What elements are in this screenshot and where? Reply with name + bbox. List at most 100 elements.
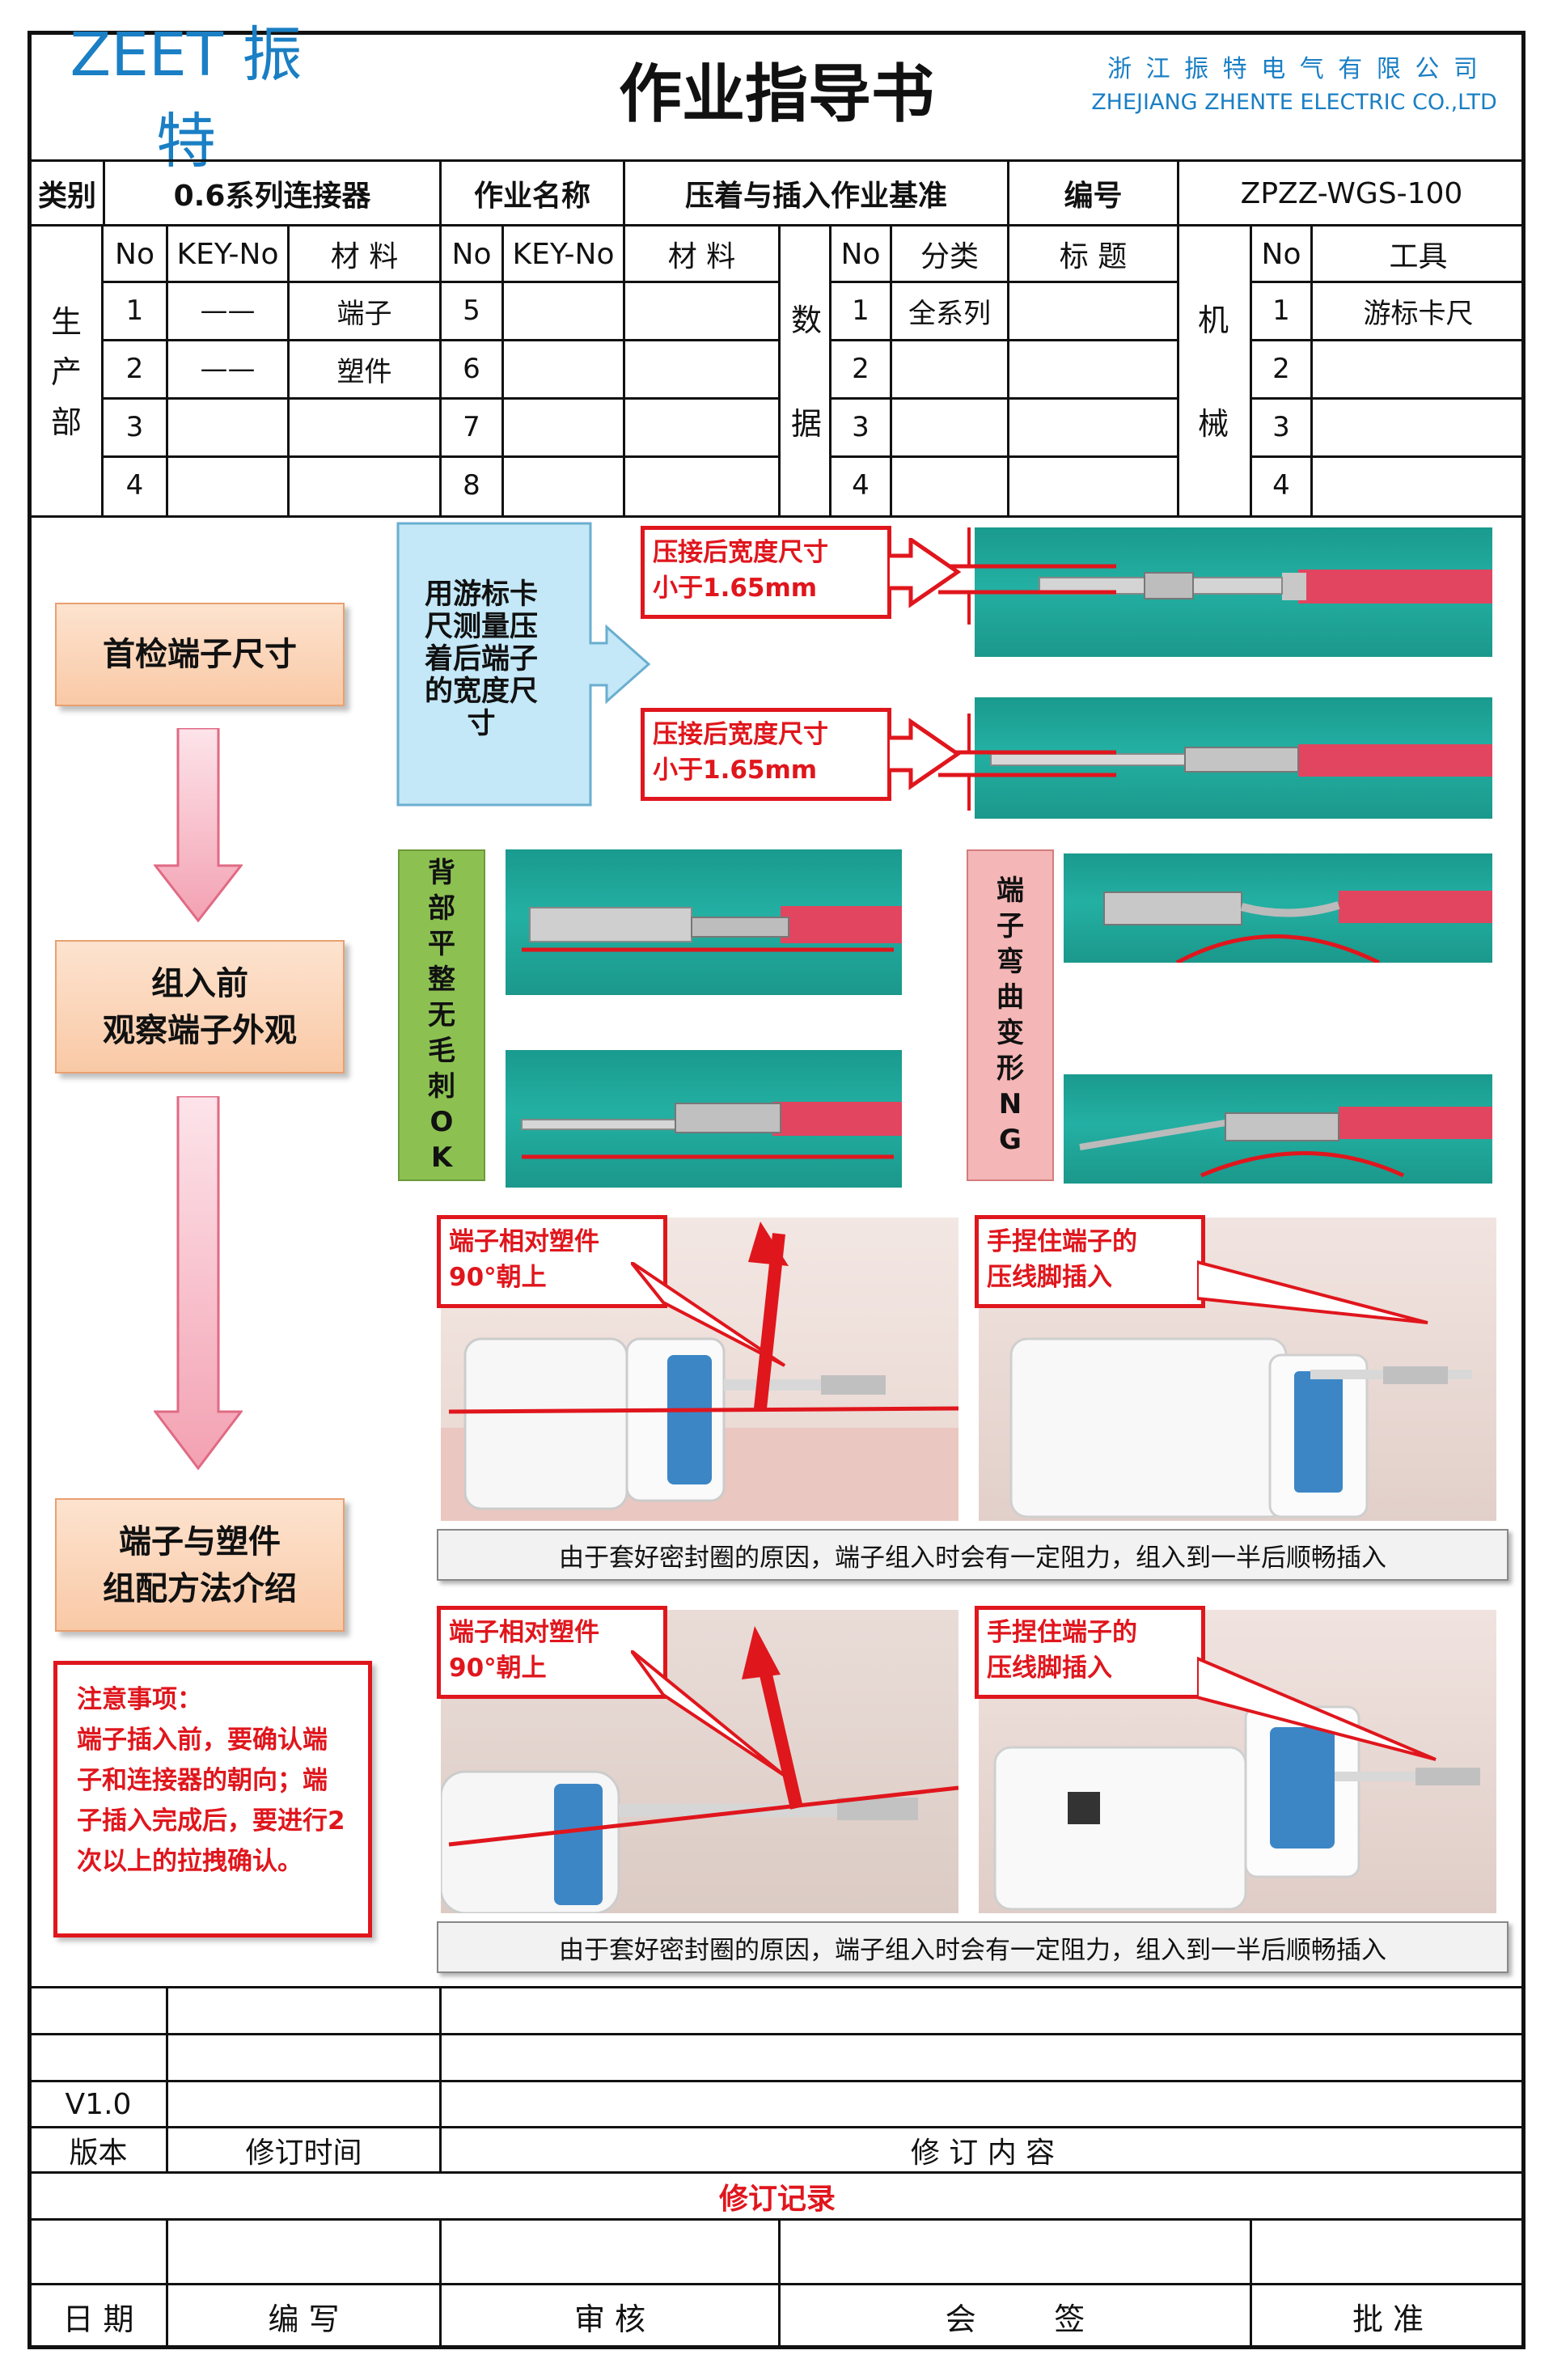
code-label: 编号 — [1064, 180, 1123, 213]
data-cell — [1009, 458, 1177, 513]
flow-arrow-down — [154, 728, 243, 922]
width-dimension-marks — [938, 527, 1116, 811]
materials-header-cell: 材 料 — [667, 240, 736, 273]
machine-cell — [1313, 341, 1524, 396]
signoff-review: 审 核 — [573, 2301, 646, 2337]
orientation-callout-2: 端子相对塑件 90°朝上 — [437, 1606, 667, 1699]
measure-note-arrow-shape — [396, 522, 651, 807]
company-name-en: ZHEJIANG ZHENTE ELECTRIC CO.,LTD — [1091, 89, 1497, 115]
materials-cell — [504, 458, 623, 513]
step-inspect-terminal-size: 首检端子尺寸 — [55, 603, 345, 706]
grid-line — [101, 339, 781, 341]
materials-cell — [290, 400, 439, 455]
ok-label: 背部平整无毛刺OK — [398, 849, 485, 1181]
data-cell — [1009, 283, 1177, 338]
width-callout-1: 压接后宽度尺寸 小于1.65mm — [641, 526, 891, 619]
materials-cell: 端子 — [336, 297, 392, 330]
grid-line — [1250, 281, 1525, 283]
document-title: 作业指导书 — [618, 58, 934, 131]
grid-line — [101, 397, 781, 400]
orientation-callout-1: 端子相对塑件 90°朝上 — [437, 1215, 667, 1308]
data-cell: 3 — [852, 411, 870, 443]
machine-cell: 游标卡尺 — [1363, 297, 1474, 330]
data-header-cell: 标 题 — [1059, 240, 1128, 273]
machine-cell — [1313, 400, 1524, 455]
machine-cell: 4 — [1272, 469, 1290, 502]
materials-cell: 塑件 — [336, 355, 392, 388]
grip-callout-1: 手捏住端子的 压线脚插入 — [975, 1215, 1205, 1308]
machine-header-cell: No — [1261, 237, 1301, 271]
revision-content-label: 修 订 内 容 — [910, 2136, 1056, 2170]
grid-line — [166, 1988, 168, 2174]
width-callout-2: 压接后宽度尺寸 小于1.65mm — [641, 708, 891, 801]
grid-line — [1250, 339, 1525, 341]
materials-header-cell: KEY-No — [512, 237, 615, 271]
grid-line — [1250, 226, 1252, 517]
grip-callout-2: 手捏住端子的 压线脚插入 — [975, 1606, 1205, 1699]
measure-note: 用游标卡尺测量压着后端子的宽度尺寸 — [424, 578, 538, 740]
category-label: 类别 — [37, 180, 96, 213]
grid-line — [29, 1986, 1524, 1988]
machine-cell: 1 — [1272, 294, 1290, 327]
machine-cell: 3 — [1272, 411, 1290, 443]
data-cell — [1009, 400, 1177, 455]
grid-line — [829, 226, 832, 517]
document-frame — [28, 31, 1525, 2349]
materials-cell: 4 — [125, 469, 144, 502]
grid-line — [439, 2220, 442, 2349]
revision-record-label: 修订记录 — [718, 2183, 836, 2216]
materials-header-cell: No — [115, 237, 154, 271]
materials-cell: —— — [200, 353, 256, 385]
ng-terminal-photo-2 — [1064, 1074, 1492, 1184]
grid-line — [890, 226, 892, 517]
machine-section-label: 机械 — [1197, 303, 1229, 442]
materials-header-cell: KEY-No — [176, 237, 279, 271]
materials-cell — [625, 458, 778, 513]
ng-label: 端子弯曲变形NG — [967, 849, 1054, 1181]
grid-line — [29, 2171, 1524, 2174]
step-observe-terminal-appearance: 组入前 观察端子外观 — [55, 940, 345, 1074]
machine-cell — [1313, 458, 1524, 513]
grid-line — [1177, 161, 1179, 517]
data-cell: 1 — [852, 294, 870, 327]
materials-cell — [168, 458, 287, 513]
grid-line — [1250, 455, 1525, 458]
code-value: ZPZZ-WGS-100 — [1240, 176, 1463, 210]
materials-cell — [504, 400, 623, 455]
grid-line — [29, 2283, 1524, 2285]
grid-line — [1250, 397, 1525, 400]
grid-line — [623, 161, 625, 226]
signoff-approve: 批 准 — [1352, 2301, 1424, 2337]
grid-line — [287, 226, 290, 517]
category-value: 0.6系列连接器 — [173, 180, 371, 213]
callout-pointer — [631, 1650, 786, 1777]
job-name-value: 压着与插入作业基准 — [684, 180, 947, 213]
data-cell — [892, 400, 1007, 455]
data-cell — [1009, 341, 1177, 396]
signoff-author: 编 写 — [268, 2301, 340, 2337]
ng-terminal-photo-1 — [1064, 853, 1492, 963]
callout-pointers — [890, 538, 961, 790]
job-name-label: 作业名称 — [473, 180, 590, 213]
grid-line — [439, 1988, 442, 2174]
grid-line — [829, 281, 1178, 283]
data-section-label: 数据 — [790, 303, 822, 442]
materials-cell — [168, 400, 287, 455]
materials-cell: 2 — [125, 353, 144, 385]
crimped-terminal-photo-1 — [975, 527, 1492, 657]
grid-line — [1007, 161, 1009, 226]
data-cell: 4 — [852, 469, 870, 502]
materials-cell: —— — [200, 294, 256, 327]
materials-cell — [504, 341, 623, 396]
grid-line — [101, 455, 781, 458]
version-value: V1.0 — [65, 2088, 132, 2121]
grid-line — [501, 226, 504, 517]
materials-cell: 6 — [463, 353, 480, 385]
grid-line — [29, 224, 1524, 227]
grid-line — [166, 226, 168, 517]
grid-line — [778, 2220, 781, 2349]
ok-terminal-photo-2 — [506, 1050, 902, 1188]
grid-line — [623, 226, 625, 517]
grid-line — [166, 2220, 168, 2349]
data-header-cell: No — [840, 237, 881, 271]
